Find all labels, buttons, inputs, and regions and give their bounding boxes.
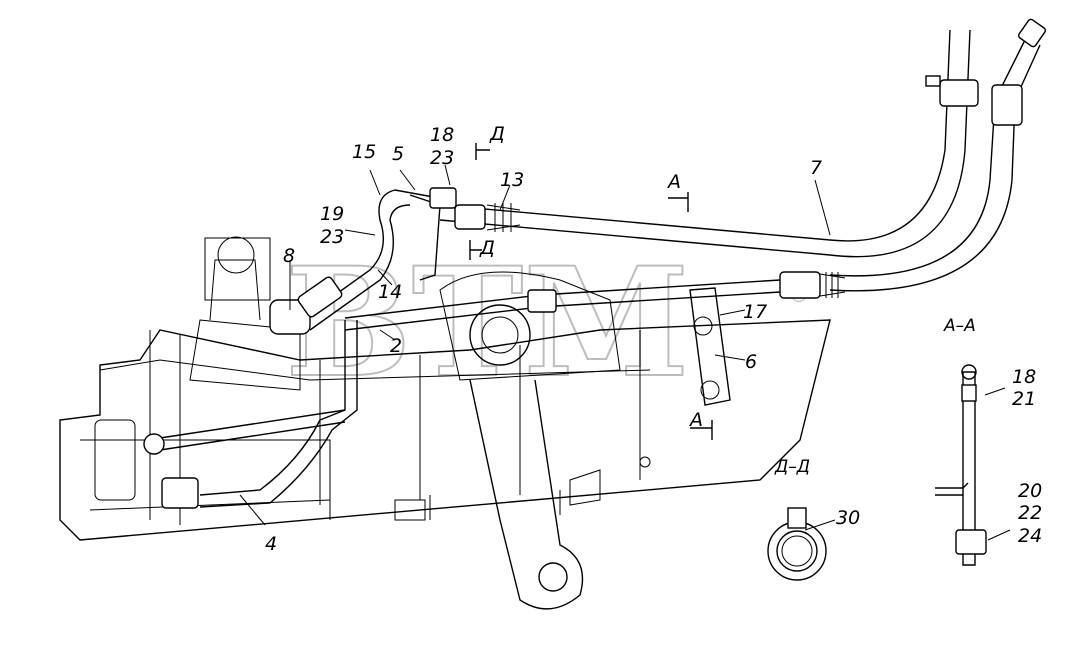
- callout-30: 30: [836, 507, 860, 529]
- callout-A-bottom: А: [688, 409, 703, 431]
- callout-18-section: 18: [1012, 366, 1036, 388]
- callout-7: 7: [810, 157, 822, 179]
- watermark: ВТМ ®: [284, 234, 810, 412]
- callouts: 15 5 18 23 Д 13 А 7 19 23 Д 8 14 2 17 6 …: [265, 123, 1042, 555]
- pitman-arm: [469, 379, 584, 610]
- hose-5: [269, 187, 521, 335]
- leader-lines: [239, 164, 836, 531]
- callout-14: 14: [378, 281, 402, 303]
- pipe-4: [143, 320, 358, 509]
- callout-19: 19: [320, 203, 344, 225]
- callout-20: 20: [1018, 480, 1042, 502]
- callout-5: 5: [392, 143, 404, 165]
- callout-4: 4: [265, 533, 277, 555]
- callout-D-top: Д: [489, 123, 505, 145]
- callout-A-top: А: [666, 171, 681, 193]
- section-a-a-detail: [935, 364, 1011, 566]
- callout-23-left: 23: [320, 226, 344, 248]
- callout-6: 6: [745, 351, 757, 373]
- pipe-2: [344, 271, 846, 331]
- callout-23-top: 23: [430, 147, 454, 169]
- section-d-d-detail: [767, 507, 827, 581]
- section-markers: [469, 143, 713, 440]
- callout-D-mid: Д: [479, 237, 495, 259]
- hose-7: [439, 18, 1047, 292]
- callout-8: 8: [283, 245, 295, 267]
- callout-13: 13: [500, 169, 524, 191]
- steering-gear-housing: [59, 236, 831, 541]
- callout-17: 17: [743, 301, 767, 323]
- callout-22: 22: [1018, 502, 1042, 524]
- callout-15: 15: [352, 141, 376, 163]
- callout-24: 24: [1018, 525, 1042, 547]
- section-title-d-d: Д–Д: [774, 457, 810, 477]
- callout-2: 2: [390, 335, 402, 357]
- section-title-a-a: А–А: [943, 316, 976, 336]
- callout-21: 21: [1012, 388, 1036, 410]
- bracket-6: [689, 287, 731, 406]
- callout-18: 18: [430, 124, 454, 146]
